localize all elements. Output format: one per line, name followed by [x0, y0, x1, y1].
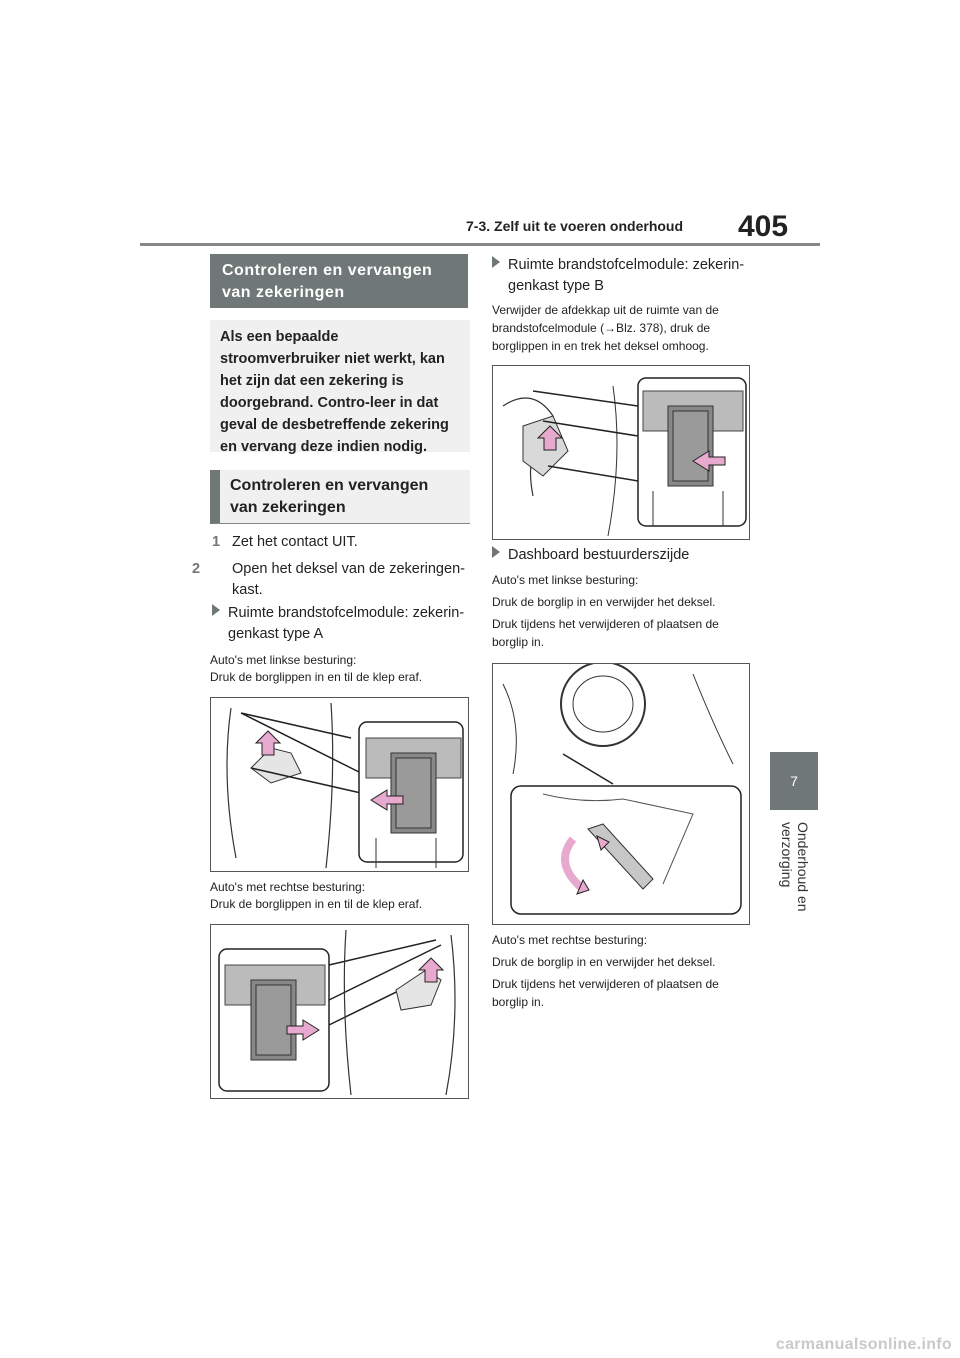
bullet-triangle-icon	[212, 604, 220, 616]
bullet-fusebox-b: Ruimte brandstofcelmodule: zekerin-genka…	[492, 255, 752, 297]
intro-text: Als een bepaalde stroomverbruiker niet w…	[210, 320, 470, 455]
chapter-label: Onderhoud en verzorging	[779, 822, 811, 912]
step-number: 2	[192, 561, 201, 577]
chapter-tab: 7	[770, 752, 818, 810]
step-2: 2 Open het deksel van de zekeringen-kast.	[192, 559, 470, 601]
figure-fusebox-b	[492, 365, 750, 540]
figure-fusebox-a-rhd	[210, 924, 469, 1099]
subheading: Controleren en vervangen van zekeringen	[210, 470, 470, 524]
watermark: carmanualsonline.info	[775, 1336, 952, 1353]
rhd-label-a: Auto's met rechtse besturing:	[210, 880, 366, 894]
lhd-text-1: Druk de borglip in en verwijder het deks…	[492, 595, 716, 609]
bullet-fusebox-a: Ruimte brandstofcelmodule: zekerin-genka…	[212, 603, 470, 645]
figure-dashboard-lhd	[492, 663, 750, 925]
rhd-label: Auto's met rechtse besturing:	[492, 933, 648, 947]
figure-fusebox-a-lhd	[210, 697, 469, 872]
header-rule	[140, 243, 820, 246]
step-number: 1	[212, 534, 221, 550]
rhd-text-1: Druk de borglip in en verwijder het deks…	[492, 955, 716, 969]
step-text: Open het deksel van de zekeringen-kast.	[232, 561, 465, 598]
rhd-text-2: Druk tijdens het verwijderen of plaatsen…	[492, 977, 719, 1009]
lhd-label: Auto's met linkse besturing:	[492, 573, 639, 587]
page-number: 405	[738, 210, 789, 243]
bullet-triangle-icon	[492, 546, 500, 558]
section-heading: Controleren en vervangen van zekeringen	[210, 254, 468, 308]
bullet-dashboard: Dashboard bestuurderszijde	[492, 545, 752, 566]
lhd-text-a: Druk de borglippen in en til de klep era…	[210, 670, 423, 684]
lhd-text-2: Druk tijdens het verwijderen of plaatsen…	[492, 617, 719, 649]
step-1: 1 Zet het contact UIT.	[212, 532, 470, 553]
fusebox-b-text: Verwijder de afdekkap uit de ruimte van …	[492, 303, 719, 353]
rhd-text-a: Druk de borglippen in en til de klep era…	[210, 897, 423, 911]
section-title: 7-3. Zelf uit te voeren onderhoud	[466, 218, 684, 234]
bullet-triangle-icon	[492, 256, 500, 268]
step-text: Zet het contact UIT.	[232, 534, 358, 550]
lhd-label-a: Auto's met linkse besturing:	[210, 653, 357, 667]
